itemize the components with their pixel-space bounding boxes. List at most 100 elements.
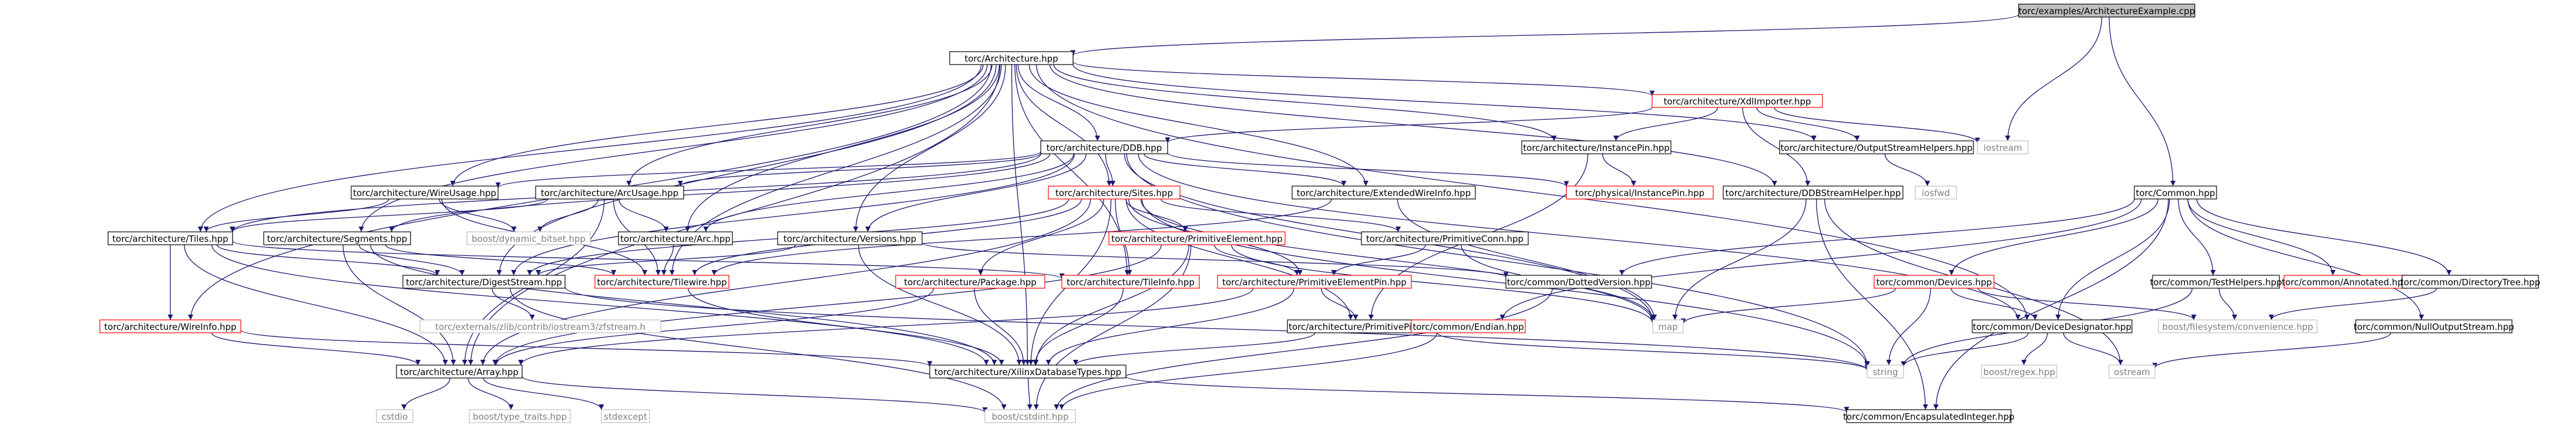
- node-primpin[interactable]: torc/architecture/PrimitivePin.hpp: [1287, 319, 1438, 333]
- node-encint[interactable]: torc/common/EncapsulatedInteger.hpp: [1843, 409, 2015, 423]
- node-segments[interactable]: torc/architecture/Segments.hpp: [263, 231, 411, 245]
- node-arch[interactable]: torc/Architecture.hpp: [949, 51, 1074, 65]
- node-archarc[interactable]: torc/architecture/Arc.hpp: [618, 231, 733, 245]
- edge-xdlimp-to-outhelp: [1756, 107, 1860, 141]
- node-box: [263, 231, 411, 245]
- node-outhelp[interactable]: torc/architecture/OutputStreamHelpers.hp…: [1779, 140, 1974, 154]
- node-endian[interactable]: torc/common/Endian.hpp: [1411, 319, 1526, 333]
- node-testhelp[interactable]: torc/common/TestHelpers.hpp: [2150, 275, 2282, 289]
- node-extwire[interactable]: torc/architecture/ExtendedWireInfo.hpp: [1292, 185, 1476, 200]
- edge-primelem-to-primelempin: [1214, 244, 1300, 276]
- node-label: torc/architecture/InstancePin.hpp: [1523, 143, 1670, 153]
- edge-devdesig-to-string: [1901, 332, 2029, 367]
- node-label: torc/architecture/Arc.hpp: [620, 234, 731, 244]
- node-nullout[interactable]: torc/common/NullOutputStream.hpp: [2353, 319, 2514, 333]
- edge-common-to-encint: [1933, 198, 2169, 410]
- node-string: string: [1867, 365, 1904, 379]
- node-tilewire[interactable]: torc/architecture/Tilewire.hpp: [594, 275, 729, 289]
- node-dotted[interactable]: torc/common/DottedVersion.hpp: [1505, 275, 1652, 289]
- edge-digest-to-zfstream: [492, 288, 535, 320]
- node-sites[interactable]: torc/architecture/Sites.hpp: [1048, 185, 1181, 200]
- node-primelem[interactable]: torc/architecture/PrimitiveElement.hpp: [1108, 231, 1286, 245]
- edge-tiles-to-digest: [216, 244, 440, 276]
- node-box: [1846, 409, 2012, 423]
- node-arcusage[interactable]: torc/architecture/ArcUsage.hpp: [535, 185, 684, 200]
- edge-xdlimp-to-instpin: [1613, 107, 1719, 141]
- edge-arch-to-devdesig: [1036, 64, 2030, 320]
- edge-ddb-to-archarc: [703, 153, 1074, 232]
- node-primconn[interactable]: torc/architecture/PrimitiveConn.hpp: [1361, 231, 1529, 245]
- edge-tilewire-to-xilinxdb: [688, 288, 1004, 366]
- node-label: torc/common/Endian.hpp: [1413, 322, 1524, 332]
- edge-arch-to-sites: [1015, 64, 1112, 187]
- node-tiles[interactable]: torc/architecture/Tiles.hpp: [107, 231, 233, 245]
- node-label: stdexcept: [604, 411, 647, 422]
- node-box: [2402, 275, 2539, 289]
- edge-xdlimp-to-iostream: [1774, 107, 1980, 143]
- node-physpin[interactable]: torc/physical/InstancePin.hpp: [1566, 185, 1714, 200]
- node-tileinfo[interactable]: torc/architecture/TileInfo.hpp: [1061, 275, 1200, 289]
- edge-root-to-iostream: [2005, 16, 2103, 141]
- node-label: torc/externals/zlib/contrib/iostream3/zf…: [435, 322, 645, 332]
- node-ddbhelp[interactable]: torc/architecture/DDBStreamHelper.hpp: [1723, 185, 1904, 200]
- edge-digest-to-cstdint: [510, 288, 1007, 410]
- node-xdlimp[interactable]: torc/architecture/XdlImporter.hpp: [1652, 94, 1823, 108]
- node-box: [1723, 185, 1904, 200]
- node-box: [1505, 275, 1652, 289]
- node-xilinxdb[interactable]: torc/architecture/XilinxDatabaseTypes.hp…: [929, 365, 1126, 379]
- node-package[interactable]: torc/architecture/Package.hpp: [895, 275, 1045, 289]
- node-root[interactable]: torc/examples/ArchitectureExample.cpp: [2018, 4, 2195, 18]
- node-label: torc/common/DirectoryTree.hpp: [2400, 277, 2540, 288]
- edge-arch-to-wireusage: [450, 64, 984, 187]
- edge-arch-to-xilinxdb: [1011, 64, 1030, 366]
- node-digest[interactable]: torc/architecture/DigestStream.hpp: [402, 275, 566, 289]
- edge-arcusage-to-tiles: [230, 198, 549, 232]
- node-annotated[interactable]: torc/common/Annotated.hpp: [2282, 275, 2409, 289]
- node-wireinfo[interactable]: torc/architecture/WireInfo.hpp: [99, 319, 241, 333]
- edge-digest-to-string: [564, 286, 1870, 371]
- edge-array-to-cstdint: [522, 376, 988, 413]
- node-label: torc/architecture/WireInfo.hpp: [104, 322, 236, 332]
- node-ddb[interactable]: torc/architecture/DDB.hpp: [1040, 140, 1168, 154]
- node-label: torc/Common.hpp: [2136, 188, 2215, 198]
- node-label: torc/common/NullOutputStream.hpp: [2353, 322, 2514, 332]
- node-common[interactable]: torc/Common.hpp: [2134, 185, 2217, 200]
- node-box: [594, 275, 729, 289]
- node-devices[interactable]: torc/common/Devices.hpp: [1874, 275, 1995, 289]
- node-box: [1977, 140, 2029, 154]
- node-instpin[interactable]: torc/architecture/InstancePin.hpp: [1521, 140, 1672, 154]
- node-wireusage[interactable]: torc/architecture/WireUsage.hpp: [351, 185, 499, 200]
- node-devdesig[interactable]: torc/common/DeviceDesignator.hpp: [1972, 319, 2133, 333]
- edge-xdlimp-to-ddb: [1165, 107, 1653, 143]
- node-box: [949, 51, 1074, 65]
- edge-devices-to-string: [1886, 288, 1931, 366]
- edge-devices-to-map: [1680, 288, 1896, 324]
- node-primelempin[interactable]: torc/architecture/PrimitiveElementPin.hp…: [1217, 275, 1412, 289]
- edge-devices-to-bfsconv: [1978, 288, 2197, 320]
- node-stdexcept: stdexcept: [601, 409, 650, 423]
- edge-primelem-to-map: [1231, 244, 1656, 324]
- edge-common-to-dirtree: [2196, 198, 2452, 276]
- edge-arch-to-versions: [853, 64, 1006, 232]
- edge-common-to-annotated: [2187, 198, 2336, 276]
- node-box: [2152, 275, 2280, 289]
- edge-common-to-devdesig: [2055, 198, 2170, 320]
- node-box: [2158, 319, 2318, 333]
- node-dirtree[interactable]: torc/common/DirectoryTree.hpp: [2400, 275, 2540, 289]
- edge-arch-to-segments: [358, 64, 988, 232]
- node-box: [1874, 275, 1995, 289]
- edge-primpin-to-string: [1437, 332, 1870, 370]
- node-label: iostream: [1983, 143, 2022, 153]
- node-ostream: ostream: [2108, 365, 2155, 379]
- node-label: torc/architecture/Versions.hpp: [783, 234, 916, 244]
- node-label: torc/architecture/PrimitiveConn.hpp: [1366, 234, 1524, 244]
- node-label: torc/architecture/XilinxDatabaseTypes.hp…: [934, 367, 1121, 377]
- node-array[interactable]: torc/architecture/Array.hpp: [396, 365, 523, 379]
- edge-primelempin-to-xilinxdb: [1045, 288, 1294, 366]
- edge-package-to-array: [493, 288, 934, 366]
- node-box: [1217, 275, 1412, 289]
- node-box: [1292, 185, 1476, 200]
- node-versions[interactable]: torc/architecture/Versions.hpp: [777, 231, 923, 245]
- edge-sites-to-package: [978, 198, 1104, 276]
- edge-endian-to-cstdint: [1059, 332, 1438, 410]
